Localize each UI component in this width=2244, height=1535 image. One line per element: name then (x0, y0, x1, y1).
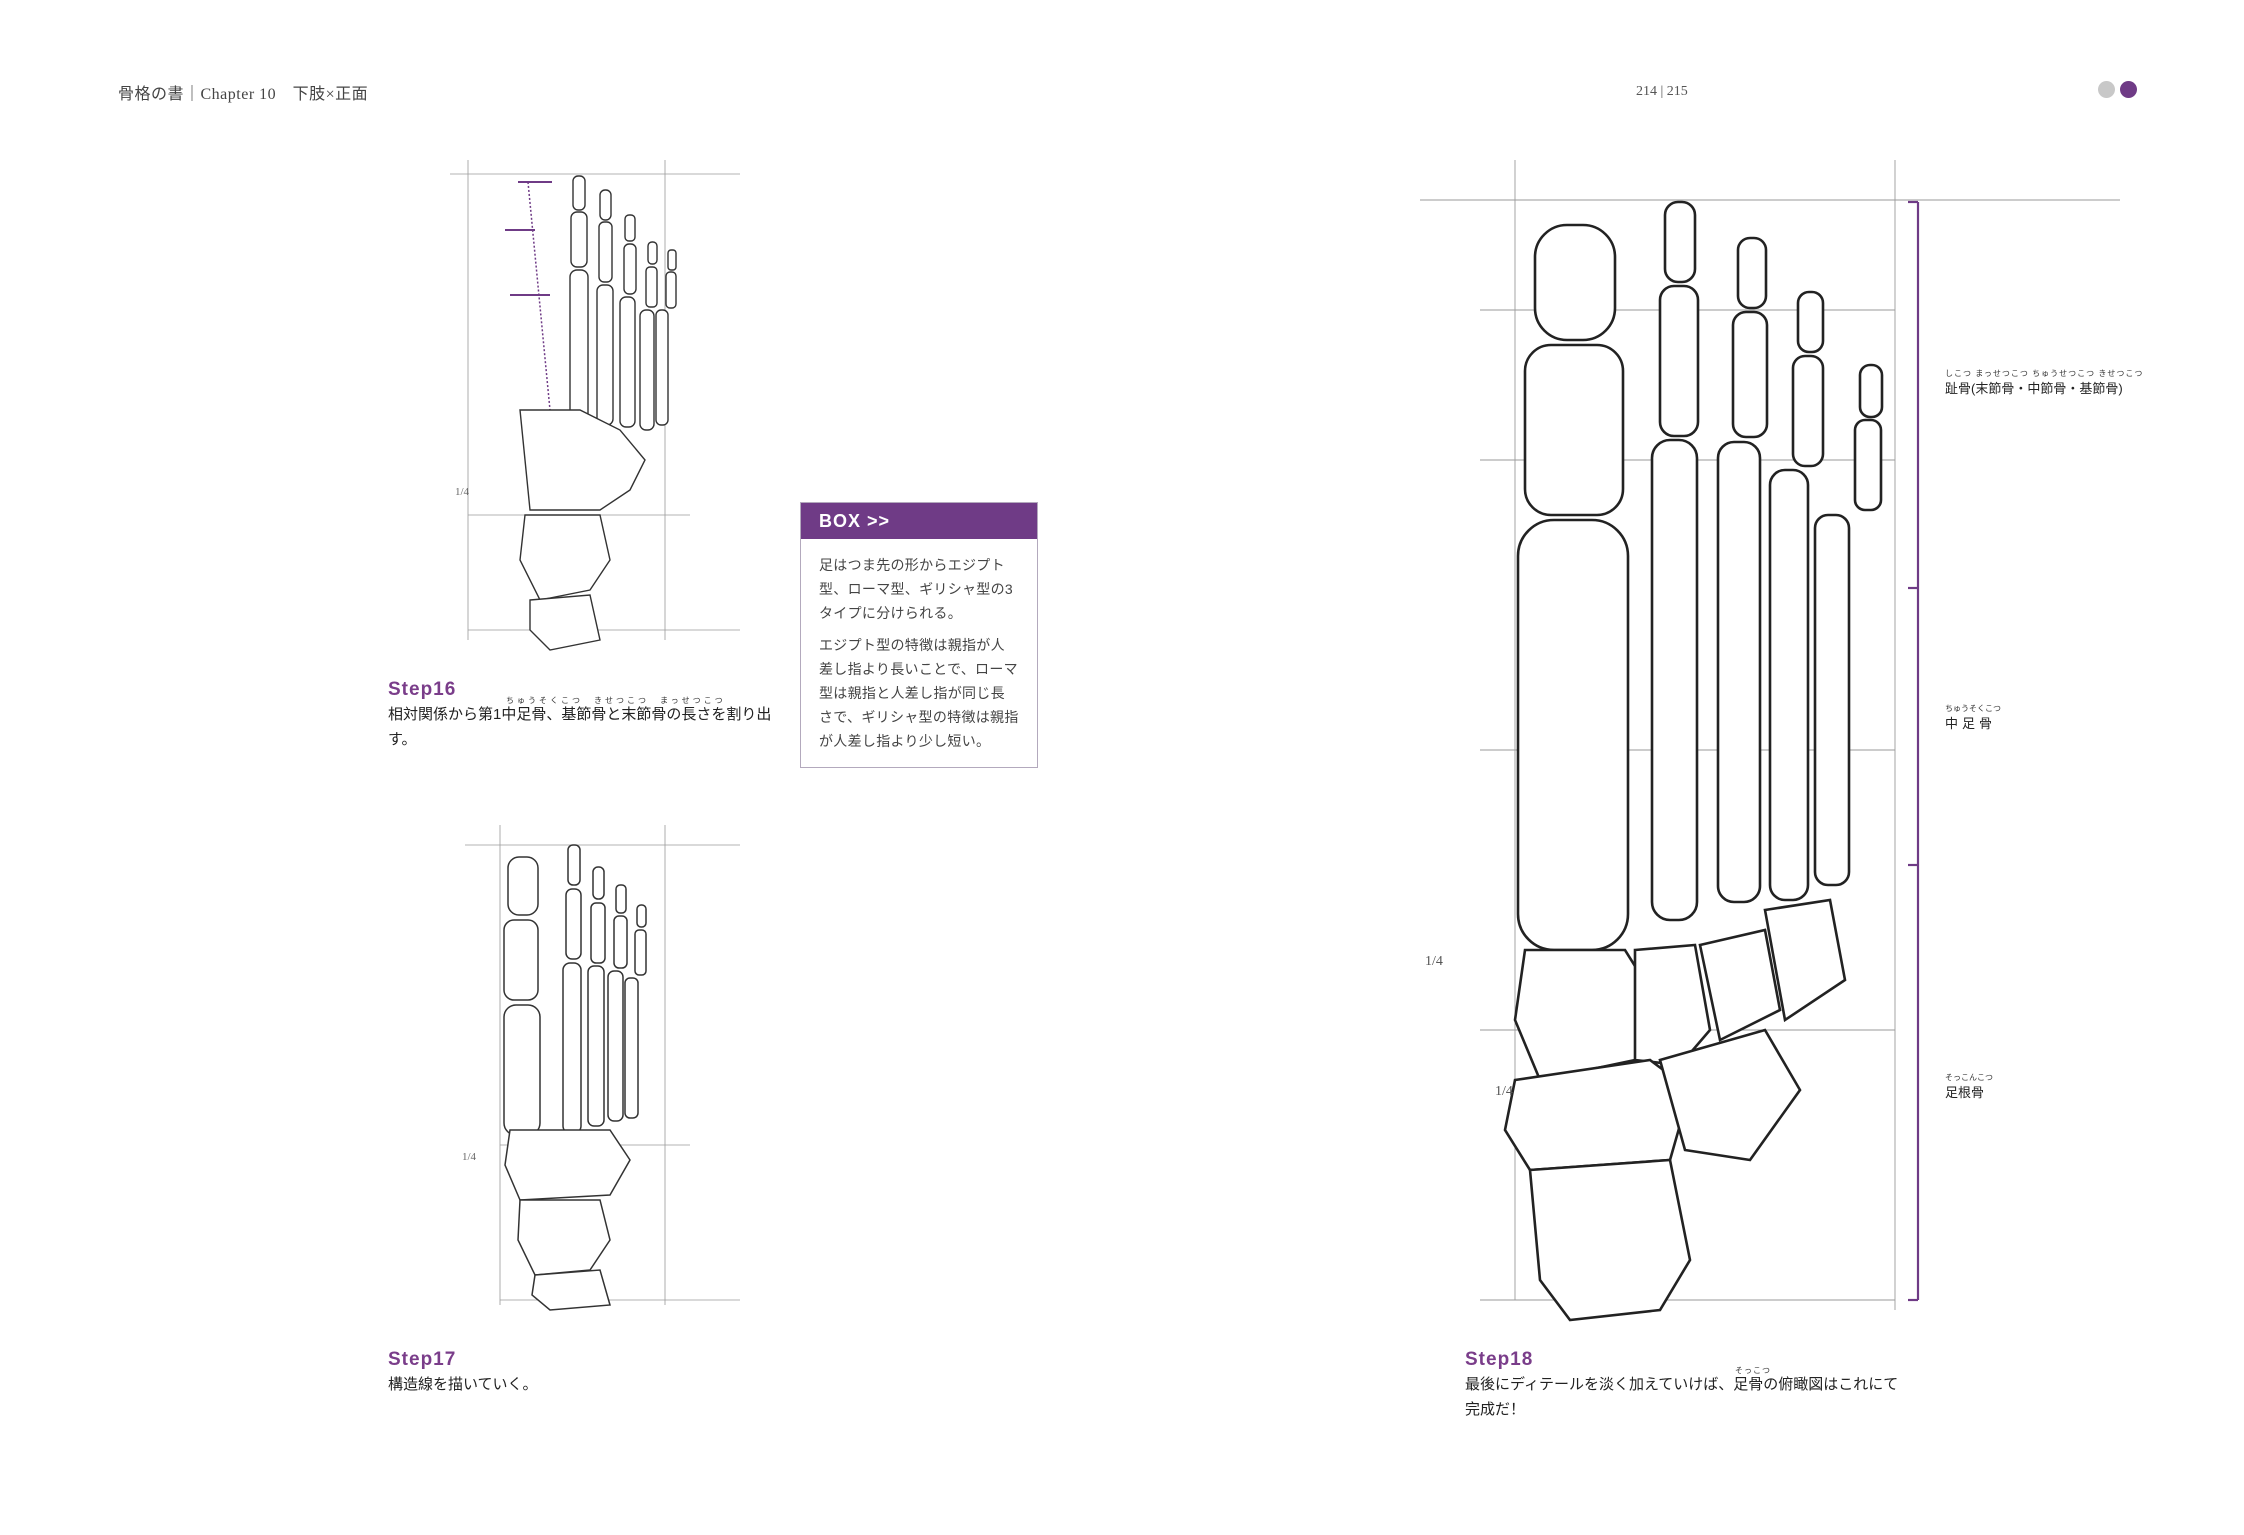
step18-title: Step18 (1465, 1349, 1534, 1370)
sketch-mark: 1/4 (462, 1151, 477, 1163)
tarsals-ruby: そっこんこつ (1945, 1073, 1993, 1082)
box-paragraph: 足はつま先の形からエジプト型、ローマ型、ギリシャ型の3タイプに分けられる。 (819, 557, 1013, 621)
phalanges-ruby: しこつ まっせつこつ ちゅうせつこつ きせつこつ (1945, 369, 2144, 378)
sketch-mark: 1/4 (1425, 954, 1443, 969)
label-metatarsals: 中足骨 (1945, 716, 1997, 731)
box-panel: BOX >> 足はつま先の形からエジプト型、ローマ型、ギリシャ型の3タイプに分け… (800, 502, 1038, 768)
step18-ruby: そっこつ (1735, 1366, 1771, 1375)
sketch-mark: 1/4 (1495, 1084, 1513, 1099)
sketch-mark: 1/4 (455, 486, 470, 498)
step18-text: 最後にディテールを淡く加えていけば、足骨の俯瞰図はこれにて完成だ！ (1465, 1376, 1899, 1418)
step17-foot-illustration: 1/4 (462, 825, 740, 1311)
box-paragraph: エジプト型の特徴は親指が人差し指より長いことで、ローマ型は親指と人差し指が同じ長… (819, 637, 1019, 749)
page-dot-right (2120, 81, 2137, 98)
running-header: 骨格の書｜Chapter 10 下肢×正面 (118, 86, 369, 103)
box-title: BOX >> (801, 503, 1037, 539)
step16-title: Step16 (388, 679, 457, 700)
page-numbers: 214 | 215 (1636, 84, 1688, 99)
label-tarsals: 足根骨 (1945, 1085, 1985, 1100)
step17-text: 構造線を描いていく。 (388, 1376, 538, 1393)
step17-title: Step17 (388, 1349, 457, 1370)
step18-foot-illustration: 1/4 1/4 (1420, 160, 2120, 1322)
metatarsals-ruby: ちゅうそくこつ (1945, 704, 2001, 713)
step16-foot-illustration: 1/4 (450, 160, 740, 651)
page-dot-left (2098, 81, 2115, 98)
label-phalanges: 趾骨(末節骨・中節骨・基節骨) (1945, 381, 2123, 396)
step16-ruby: ちゅうそくこつ きせつこつ まっせつこつ (506, 696, 726, 705)
step16-text: 相対関係から第1中足骨、基節骨と末節骨の長さを割り出す。 (388, 706, 772, 748)
